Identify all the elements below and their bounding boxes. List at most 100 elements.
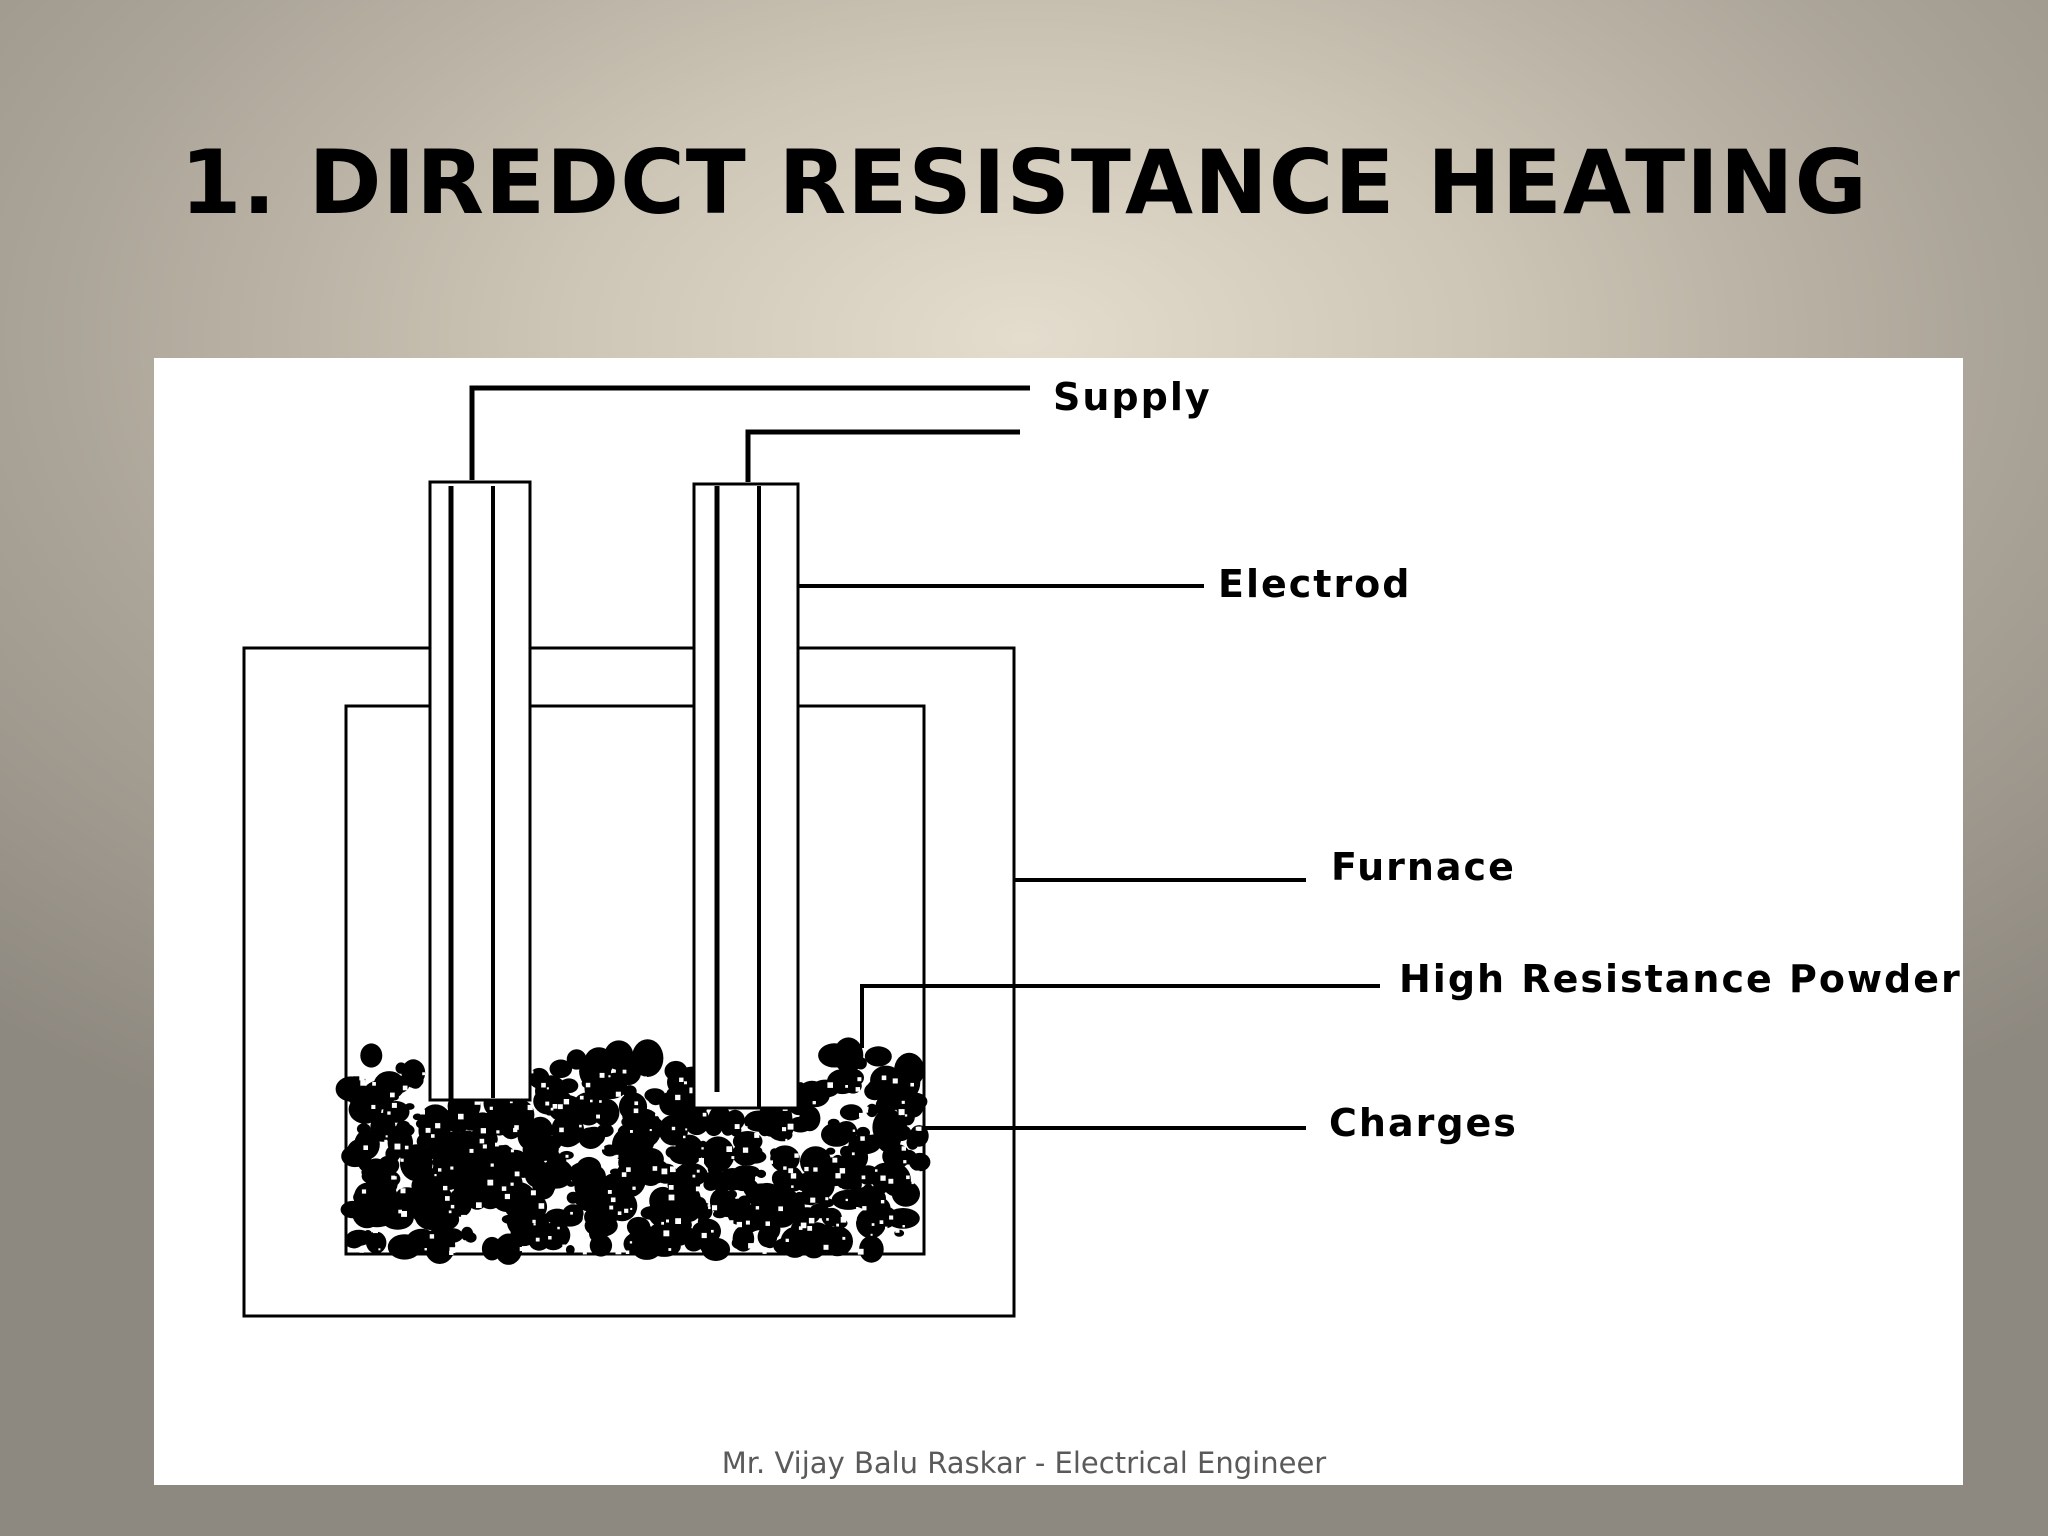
charge-particle — [801, 1081, 830, 1108]
charge-particle — [821, 1122, 853, 1147]
charge-gap — [371, 1104, 376, 1109]
charge-gap — [359, 1075, 365, 1081]
charge-gap — [617, 1211, 622, 1215]
charge-gap — [630, 1130, 633, 1133]
charge-gap — [898, 1109, 905, 1116]
charge-gap — [800, 1222, 807, 1229]
charge-gap — [585, 1082, 591, 1088]
charge-gap — [548, 1236, 552, 1240]
charge-gap — [429, 1234, 435, 1239]
charge-gap — [850, 1214, 857, 1221]
charge-gap — [813, 1167, 818, 1172]
charge-gap — [565, 1154, 569, 1158]
charge-gap — [765, 1221, 770, 1226]
charge-gap — [888, 1178, 894, 1184]
charge-particle — [666, 1088, 676, 1097]
charge-particle — [770, 1148, 780, 1158]
charge-gap — [398, 1209, 402, 1214]
charge-gap — [489, 1106, 493, 1110]
charge-particle — [420, 1167, 439, 1189]
charge-gap — [361, 1189, 367, 1194]
charge-gap — [448, 1210, 452, 1214]
charge-gap — [670, 1166, 676, 1173]
charge-gap — [785, 1138, 788, 1141]
charge-gap — [810, 1197, 816, 1203]
charge-gap — [387, 1111, 391, 1115]
charge-gap — [839, 1168, 846, 1174]
charge-gap — [866, 1099, 869, 1102]
charge-particle — [882, 1144, 911, 1169]
charge-particle — [461, 1226, 474, 1242]
charge-gap — [552, 1104, 558, 1109]
charge-particle — [532, 1175, 555, 1200]
charge-gap — [904, 1114, 908, 1117]
charge-gap — [393, 1176, 397, 1180]
charge-gap — [876, 1155, 882, 1160]
charge-gap — [373, 1228, 378, 1234]
charge-gap — [668, 1248, 672, 1251]
charge-gap — [856, 1207, 859, 1210]
charge-gap — [689, 1087, 696, 1094]
charge-particle — [551, 1113, 585, 1148]
charge-gap — [736, 1221, 742, 1228]
charge-gap — [857, 1077, 862, 1082]
charge-particle — [726, 1198, 750, 1225]
charge-gap — [626, 1167, 631, 1172]
supply-wire-left — [469, 385, 1030, 480]
charge-gap — [824, 1108, 830, 1114]
charge-particle — [713, 1210, 727, 1219]
charge-particle — [909, 1125, 929, 1147]
charge-gap — [462, 1220, 467, 1225]
charge-gap — [645, 1203, 648, 1206]
supply-label: Supply — [1053, 375, 1212, 419]
charge-gap — [804, 1166, 809, 1172]
charge-gap — [492, 1221, 499, 1227]
charge-gap — [559, 1127, 564, 1133]
charge-particle — [611, 1187, 635, 1215]
charge-gap — [685, 1128, 688, 1131]
charge-gap — [538, 1203, 545, 1209]
charge-particle — [559, 1078, 579, 1094]
charge-particle — [631, 1039, 664, 1077]
charge-gap — [742, 1147, 749, 1153]
charges-label: Charges — [1329, 1101, 1518, 1145]
charge-gap — [675, 1094, 681, 1101]
charge-particle — [360, 1043, 383, 1068]
charge-gap — [533, 1223, 536, 1226]
charge-gap — [394, 1143, 401, 1150]
charge-gap — [671, 1126, 676, 1131]
charge-gap — [498, 1222, 504, 1227]
charge-gap — [400, 1188, 406, 1194]
charge-gap — [359, 1248, 364, 1253]
charge-gap — [615, 1248, 622, 1255]
charge-gap — [902, 1225, 905, 1228]
charge-gap — [402, 1085, 408, 1091]
charge-gap — [910, 1170, 915, 1175]
charge-gap — [832, 1157, 838, 1163]
charge-gap — [401, 1211, 407, 1217]
charge-particle — [909, 1152, 931, 1172]
charge-gap — [745, 1220, 750, 1225]
diagram-panel: Supply Electrod Furnace High Resistance … — [154, 358, 1963, 1485]
charge-gap — [731, 1156, 735, 1159]
charge-particle — [753, 1208, 763, 1218]
charge-particle — [593, 1096, 611, 1114]
charge-gap — [754, 1132, 760, 1138]
charge-gap — [599, 1100, 602, 1103]
charge-gap — [514, 1171, 520, 1177]
charge-particle — [527, 1116, 553, 1144]
charge-gap — [661, 1168, 668, 1175]
charge-gap — [490, 1163, 494, 1167]
charge-particle — [701, 1237, 731, 1261]
charge-gap — [509, 1100, 513, 1104]
charge-gap — [530, 1190, 536, 1196]
charge-gap — [474, 1099, 481, 1105]
charge-gap — [794, 1153, 799, 1158]
charges-powder — [335, 1037, 931, 1265]
charge-particle — [392, 1238, 410, 1258]
charge-gap — [609, 1205, 614, 1210]
charge-gap — [762, 1249, 767, 1254]
charge-gap — [360, 1080, 366, 1086]
charge-gap — [530, 1070, 534, 1074]
charge-gap — [629, 1241, 633, 1244]
